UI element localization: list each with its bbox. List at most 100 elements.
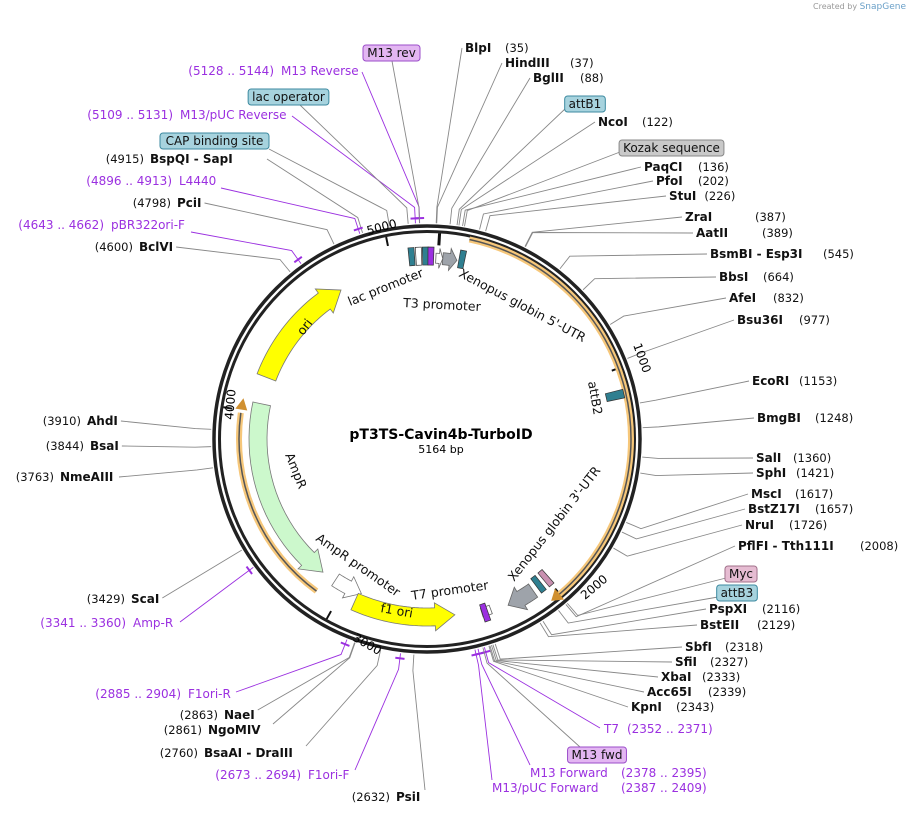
cap-site-glyph[interactable]: [414, 246, 423, 266]
enzyme-site[interactable]: SalI: [756, 451, 781, 465]
plasmid-name: pT3TS-Cavin4b-TurboID: [349, 427, 532, 443]
enzyme-site[interactable]: PaqCI: [644, 160, 682, 174]
enzyme-site[interactable]: NruI: [745, 518, 774, 532]
enzyme-site[interactable]: BsaI: [90, 439, 119, 453]
feature-label[interactable]: T3 promoter: [402, 295, 482, 314]
enzyme-site[interactable]: PfoI: [656, 174, 683, 188]
attb2-glyph[interactable]: [604, 388, 626, 402]
leader-line: [179, 566, 254, 623]
ampr-feature[interactable]: [248, 401, 324, 573]
enzyme-site[interactable]: AatII: [696, 226, 728, 240]
primer-name[interactable]: M13 Reverse: [281, 64, 359, 78]
leader-line: [176, 246, 291, 273]
attb1-glyph[interactable]: [421, 246, 429, 266]
enzyme-site[interactable]: NmeAIII: [60, 470, 113, 484]
attb-glyph[interactable]: [457, 249, 468, 270]
enzyme-site[interactable]: MscI: [751, 487, 782, 501]
tick-mark: [223, 406, 233, 410]
leader-line: [639, 380, 750, 404]
enzyme-site[interactable]: BsaAI - DraIII: [204, 746, 293, 760]
enzyme-site[interactable]: EcoRI: [752, 374, 789, 388]
ampr-promoter-feature[interactable]: [331, 573, 362, 599]
tick-label: 4000: [222, 389, 239, 421]
enzyme-site[interactable]: Acc65I: [647, 685, 692, 699]
primer-range: (2387 .. 2409): [621, 781, 707, 795]
enzyme-site[interactable]: ScaI: [131, 592, 159, 606]
enzyme-site[interactable]: BspQI - SapI: [150, 152, 233, 166]
enzyme-position: (122): [642, 115, 673, 129]
enzyme-site[interactable]: BstEII: [700, 618, 739, 632]
enzyme-site[interactable]: HindIII: [505, 56, 550, 70]
myc-glyph[interactable]: [537, 569, 555, 588]
enzyme-site[interactable]: NgoMIV: [208, 723, 261, 737]
enzyme-site[interactable]: StuI: [669, 189, 696, 203]
enzyme-site[interactable]: ZraI: [685, 210, 712, 224]
enzyme-site[interactable]: BmgBI: [757, 411, 801, 425]
feature-box[interactable]: M13 fwd: [567, 746, 627, 764]
enzyme-site[interactable]: PciI: [177, 196, 202, 210]
feature-box[interactable]: Myc: [724, 565, 758, 583]
leader-line: [305, 649, 382, 747]
enzyme-site[interactable]: BglII: [533, 71, 564, 85]
enzyme-site[interactable]: BbsI: [719, 270, 748, 284]
primer-name[interactable]: T7: [603, 722, 619, 736]
feature-label[interactable]: attB2: [585, 380, 606, 416]
feature-label[interactable]: f1 ori: [379, 600, 414, 620]
enzyme-site[interactable]: BsmBI - Esp3I: [710, 247, 802, 261]
attb3-glyph[interactable]: [530, 574, 547, 594]
enzyme-site[interactable]: XbaI: [661, 670, 691, 684]
enzyme-site[interactable]: NaeI: [224, 708, 255, 722]
enzyme-site[interactable]: NcoI: [598, 115, 628, 129]
enzyme-site[interactable]: BstZ17I: [748, 502, 800, 516]
feature-label[interactable]: T7 promoter: [409, 577, 490, 603]
leader-line: [268, 148, 390, 227]
leader-line: [488, 645, 629, 708]
primer-name[interactable]: M13 Forward: [530, 766, 608, 780]
feature-box[interactable]: lac operator: [247, 88, 330, 106]
primer-range: (3341 .. 3360): [40, 616, 126, 630]
feature-label[interactable]: AmpR: [282, 451, 310, 492]
f1-ori-feature[interactable]: [350, 592, 456, 632]
primer-name[interactable]: L4440: [179, 174, 216, 188]
primer-name[interactable]: F1ori-R: [188, 687, 231, 701]
primer-name[interactable]: F1ori-F: [308, 768, 349, 782]
t7-glyph[interactable]: [479, 602, 492, 623]
enzyme-site[interactable]: AhdI: [87, 414, 118, 428]
lac-operator-glyph[interactable]: [407, 247, 416, 267]
enzyme-site[interactable]: SbfI: [685, 640, 712, 654]
xenopus-5utr-feature[interactable]: [441, 247, 458, 272]
enzyme-site[interactable]: BclVI: [139, 240, 173, 254]
enzyme-site[interactable]: SfiI: [675, 655, 697, 669]
enzyme-position: (2339): [708, 685, 746, 699]
primer-name[interactable]: M13/pUC Forward: [492, 781, 599, 795]
t3-promoter-feature[interactable]: [435, 248, 444, 269]
feature-box[interactable]: Kozak sequence: [618, 139, 725, 157]
enzyme-site[interactable]: AfeI: [729, 291, 756, 305]
leader-line: [626, 493, 749, 530]
feature-box[interactable]: CAP binding site: [159, 132, 270, 150]
m13rev-glyph[interactable]: [427, 246, 435, 266]
enzyme-site[interactable]: PflFI - Tth111I: [738, 539, 834, 553]
ori-feature[interactable]: [256, 288, 342, 382]
primer-name[interactable]: M13/pUC Reverse: [180, 108, 287, 122]
enzyme-position: (387): [755, 210, 786, 224]
enzyme-site[interactable]: KpnI: [631, 700, 662, 714]
feature-box[interactable]: M13 rev: [362, 44, 421, 62]
origin-tick: [437, 233, 442, 246]
enzyme-site[interactable]: SphI: [756, 466, 786, 480]
enzyme-position: (2327): [710, 655, 748, 669]
feature-box-bg: [716, 584, 758, 602]
feature-box-label: Kozak sequence: [623, 141, 720, 155]
feature-box-label: M13 rev: [367, 46, 416, 60]
primer-name[interactable]: Amp-R: [133, 616, 173, 630]
feature-box[interactable]: attB1: [564, 95, 606, 113]
leader-line: [272, 642, 356, 725]
enzyme-site[interactable]: BlpI: [465, 41, 491, 55]
feature-box[interactable]: attB3: [716, 584, 758, 602]
enzyme-site[interactable]: PspXI: [709, 602, 747, 616]
primer-name[interactable]: pBR322ori-F: [111, 218, 185, 232]
xenopus-3utr-feature[interactable]: [507, 583, 539, 611]
feature-box-bg: [564, 95, 606, 113]
enzyme-site[interactable]: Bsu36I: [737, 313, 783, 327]
enzyme-site[interactable]: PsiI: [396, 790, 420, 804]
